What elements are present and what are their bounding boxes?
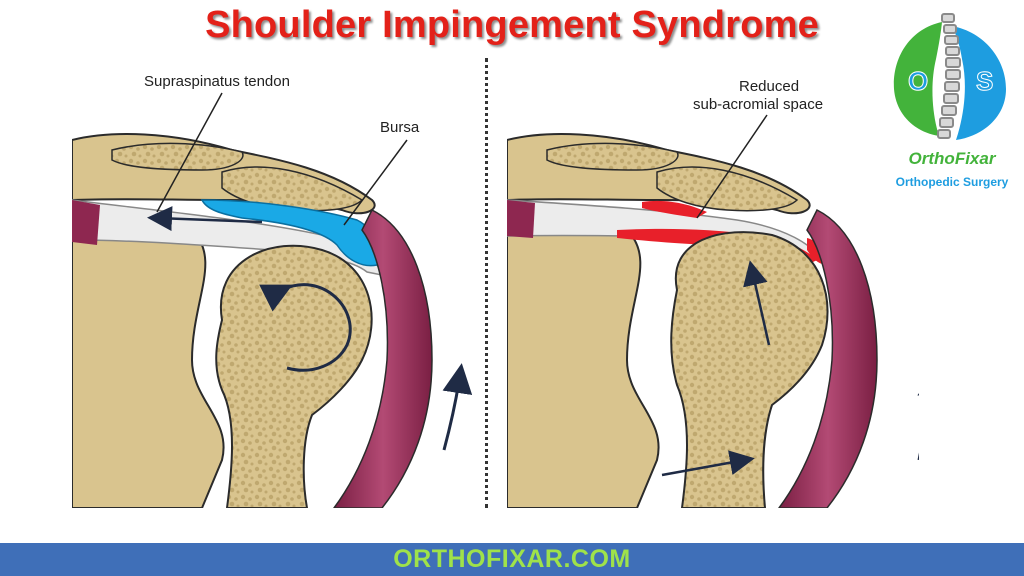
- tendon-arrow: [147, 206, 263, 232]
- reduced-space-label-line2: sub-acromial space: [693, 96, 823, 113]
- spine-icon: [937, 13, 961, 139]
- inflamed-bursa-upper: [642, 200, 707, 218]
- normal-shoulder-illustration: Supraspinatus tendon Bursa: [72, 73, 473, 508]
- acromion-segment: [111, 142, 244, 171]
- supraspinatus-muscle: [507, 200, 535, 238]
- normal-shoulder-panel: Supraspinatus tendon Bursa: [72, 60, 484, 508]
- bursa: [200, 199, 380, 267]
- logo-letter-s: S: [976, 66, 993, 96]
- page-title: Shoulder Impingement Syndrome: [205, 4, 819, 46]
- reduced-space-label-line1: Reduced: [739, 78, 799, 95]
- panel-divider: [485, 58, 488, 508]
- rotation-arrow: [259, 283, 352, 372]
- bursa-leader-line: [343, 139, 408, 226]
- deltoid-muscle: [333, 208, 433, 508]
- superior-migration-arrow: [743, 260, 771, 346]
- bursa-label: Bursa: [380, 119, 420, 136]
- acromion-segment: [546, 142, 679, 171]
- logo-blue-shape: [952, 26, 1006, 140]
- supraspinatus-label: Supraspinatus tendon: [144, 73, 290, 90]
- pull-arrow: [661, 450, 755, 477]
- logo-tagline: Orthopedic Surgery: [896, 175, 1009, 189]
- impingement-shoulder-panel: Reduced sub-acromial space: [507, 60, 919, 508]
- tendon-leader-line: [156, 92, 223, 213]
- acromion-segment-2: [656, 166, 799, 212]
- scapula-bone: [72, 217, 225, 508]
- humeral-head: [670, 231, 829, 508]
- footer-url[interactable]: ORTHOFIXAR.COM: [393, 545, 631, 573]
- impingement-shoulder-illustration: Reduced sub-acromial space: [507, 78, 919, 508]
- scapula-bone: [507, 217, 660, 508]
- supraspinatus-muscle: [72, 200, 100, 245]
- logo-green-shape: [893, 22, 942, 136]
- humeral-head: [215, 244, 373, 508]
- footer-bar: ORTHOFIXAR.COM: [0, 543, 1024, 576]
- logo-mark: O S OrthoFixar Orthopedic Surgery: [893, 13, 1009, 189]
- orthofixar-logo: O S OrthoFixar Orthopedic Surgery: [884, 4, 1024, 194]
- logo-letter-o: O: [908, 66, 928, 96]
- deltoid-muscle: [778, 208, 878, 508]
- reduced-space-leader-line: [696, 114, 768, 219]
- upward-arrow: [442, 363, 473, 451]
- logo-brand: OrthoFixar: [909, 149, 997, 168]
